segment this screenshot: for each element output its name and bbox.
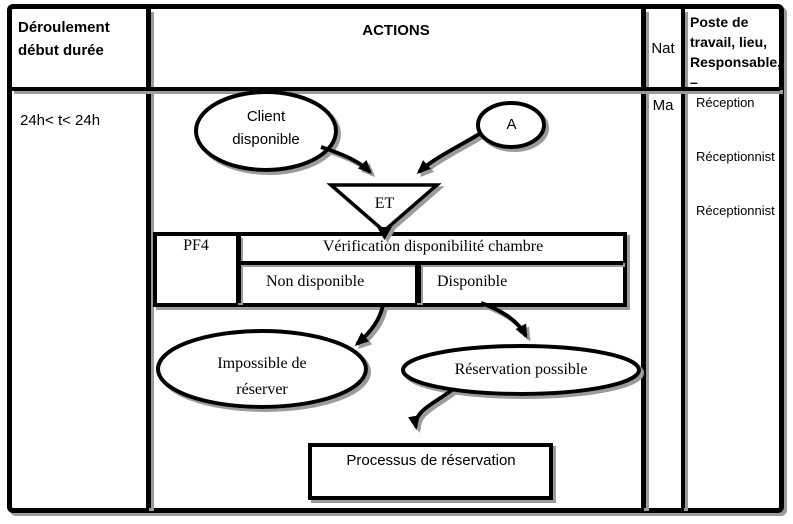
header-poste-line4: –	[690, 74, 698, 90]
poste-entry-receptionnist-2: Réceptionnist	[696, 203, 775, 218]
header-nat: Nat	[651, 40, 675, 57]
header-poste-line1: Poste de	[690, 14, 749, 30]
header-row-divider	[11, 87, 780, 91]
client-event-label: Client disponible	[196, 105, 336, 151]
arrow-disponible-to-reservation	[480, 301, 528, 339]
header-poste-line2: travail, lieu,	[690, 34, 768, 50]
header-deroulement: Déroulement début durée	[18, 16, 142, 62]
header-poste-line3: Responsable,	[690, 54, 782, 70]
cell-nat-value: Ma	[652, 97, 674, 114]
connector-a-label: A	[506, 116, 517, 133]
process-id-label: PF4	[183, 237, 209, 254]
result-negative-ellipse	[156, 329, 368, 409]
connector-a-circle	[476, 101, 546, 149]
poste-entry-reception: Réception	[696, 95, 755, 110]
result-positive-ellipse	[401, 344, 641, 396]
process-box-outcome-divider	[415, 265, 421, 303]
outcome-positive-label: Disponible	[437, 273, 508, 290]
divider-nat-poste	[681, 9, 685, 508]
result-negative-label: Impossible de réserver	[158, 351, 366, 403]
triangle-apex-arrowhead-icon	[377, 227, 392, 240]
next-step-label: Processus de réservation	[346, 452, 516, 469]
outcome-negative-label: Non disponible	[266, 273, 365, 290]
arrow-client-to-and	[320, 145, 373, 175]
result-positive-label: Réservation possible	[454, 361, 588, 378]
arrow-nondisponible-to-impossible	[354, 304, 385, 346]
and-operator-label: ET	[374, 195, 395, 212]
header-poste: Poste de travail, lieu, Responsable, –	[690, 12, 782, 92]
table-outer-border	[7, 4, 784, 513]
cell-deroulement-duration: 24h< t< 24h	[20, 112, 101, 129]
arrow-connector-to-and	[416, 131, 483, 175]
client-event-ellipse	[194, 90, 338, 172]
client-event-line2: disponible	[232, 131, 300, 148]
arrow-reservation-to-processus	[408, 388, 454, 430]
next-step-box	[308, 443, 553, 500]
and-operator-triangle	[326, 183, 442, 234]
header-actions: ACTIONS	[362, 22, 430, 39]
divider-deroulement-actions	[146, 9, 151, 508]
poste-entry-receptionnist-1: Réceptionnist	[696, 149, 775, 164]
divider-actions-nat	[641, 9, 646, 508]
process-title-label: Vérification disponibilité chambre	[322, 238, 544, 255]
header-deroulement-line1: Déroulement	[18, 19, 110, 36]
header-deroulement-line2: début durée	[18, 42, 104, 59]
process-box-id-divider	[236, 236, 241, 303]
process-box	[153, 232, 627, 307]
result-negative-line2: réserver	[236, 381, 288, 398]
result-negative-line1: Impossible de	[217, 355, 307, 372]
process-box-title-divider	[241, 261, 623, 265]
client-event-line1: Client	[246, 108, 286, 125]
